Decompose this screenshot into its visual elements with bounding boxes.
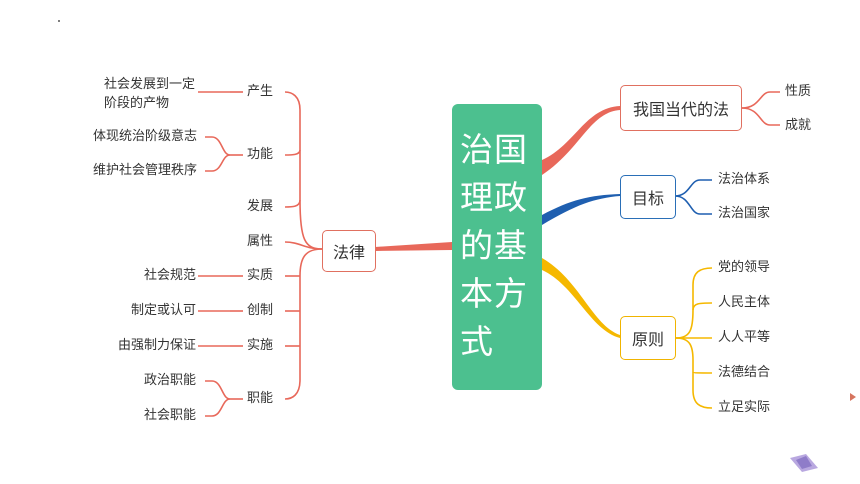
child-text: 人民主体 bbox=[718, 295, 771, 310]
detail-text: 由强制力保证 bbox=[118, 338, 197, 353]
branch-label: 实施 bbox=[247, 338, 274, 353]
next-arrow-icon[interactable] bbox=[850, 393, 856, 401]
detail-text: 社会职能 bbox=[144, 408, 197, 423]
detail-text: 体现统治阶级意志 bbox=[93, 129, 198, 144]
branch-label: 属性 bbox=[247, 234, 274, 249]
law-node: 法律 bbox=[322, 230, 376, 272]
branch-label: 功能 bbox=[247, 147, 274, 162]
child-text: 人人平等 bbox=[718, 330, 771, 345]
detail-text: 制定或认可 bbox=[131, 303, 197, 318]
child-text: 成就 bbox=[785, 118, 812, 133]
child-text: 立足实际 bbox=[718, 400, 771, 415]
child-text: 党的领导 bbox=[718, 260, 771, 275]
law-node-label: 法律 bbox=[332, 243, 365, 262]
principle-node: 原则 bbox=[620, 316, 676, 360]
detail-text: 维护社会管理秩序 bbox=[93, 163, 198, 178]
center-topic-title: 治国理政的基本方式 bbox=[460, 130, 528, 361]
detail-text: 社会规范 bbox=[144, 268, 197, 283]
node-label: 目标 bbox=[631, 189, 664, 208]
branch-label: 职能 bbox=[247, 391, 274, 406]
goal-node: 目标 bbox=[620, 175, 676, 219]
sparkle-decoration-icon bbox=[790, 454, 818, 472]
contemporary-law-node: 我国当代的法 bbox=[620, 85, 742, 131]
branch-label: 实质 bbox=[247, 268, 274, 283]
center-topic: 治国理政的基本方式 bbox=[452, 104, 542, 390]
detail-text: 社会发展到一定阶段的产物 bbox=[104, 77, 196, 111]
child-text: 性质 bbox=[785, 84, 812, 99]
child-text: 法治国家 bbox=[718, 206, 771, 221]
node-label: 我国当代的法 bbox=[632, 100, 729, 119]
child-text: 法治体系 bbox=[718, 172, 771, 187]
detail-text: 政治职能 bbox=[144, 373, 197, 388]
branch-label: 产生 bbox=[247, 84, 274, 99]
child-text: 法德结合 bbox=[718, 365, 771, 380]
node-label: 原则 bbox=[631, 330, 664, 349]
branch-label: 创制 bbox=[247, 303, 274, 318]
branch-label: 发展 bbox=[247, 199, 274, 214]
stray-dot bbox=[58, 20, 60, 22]
